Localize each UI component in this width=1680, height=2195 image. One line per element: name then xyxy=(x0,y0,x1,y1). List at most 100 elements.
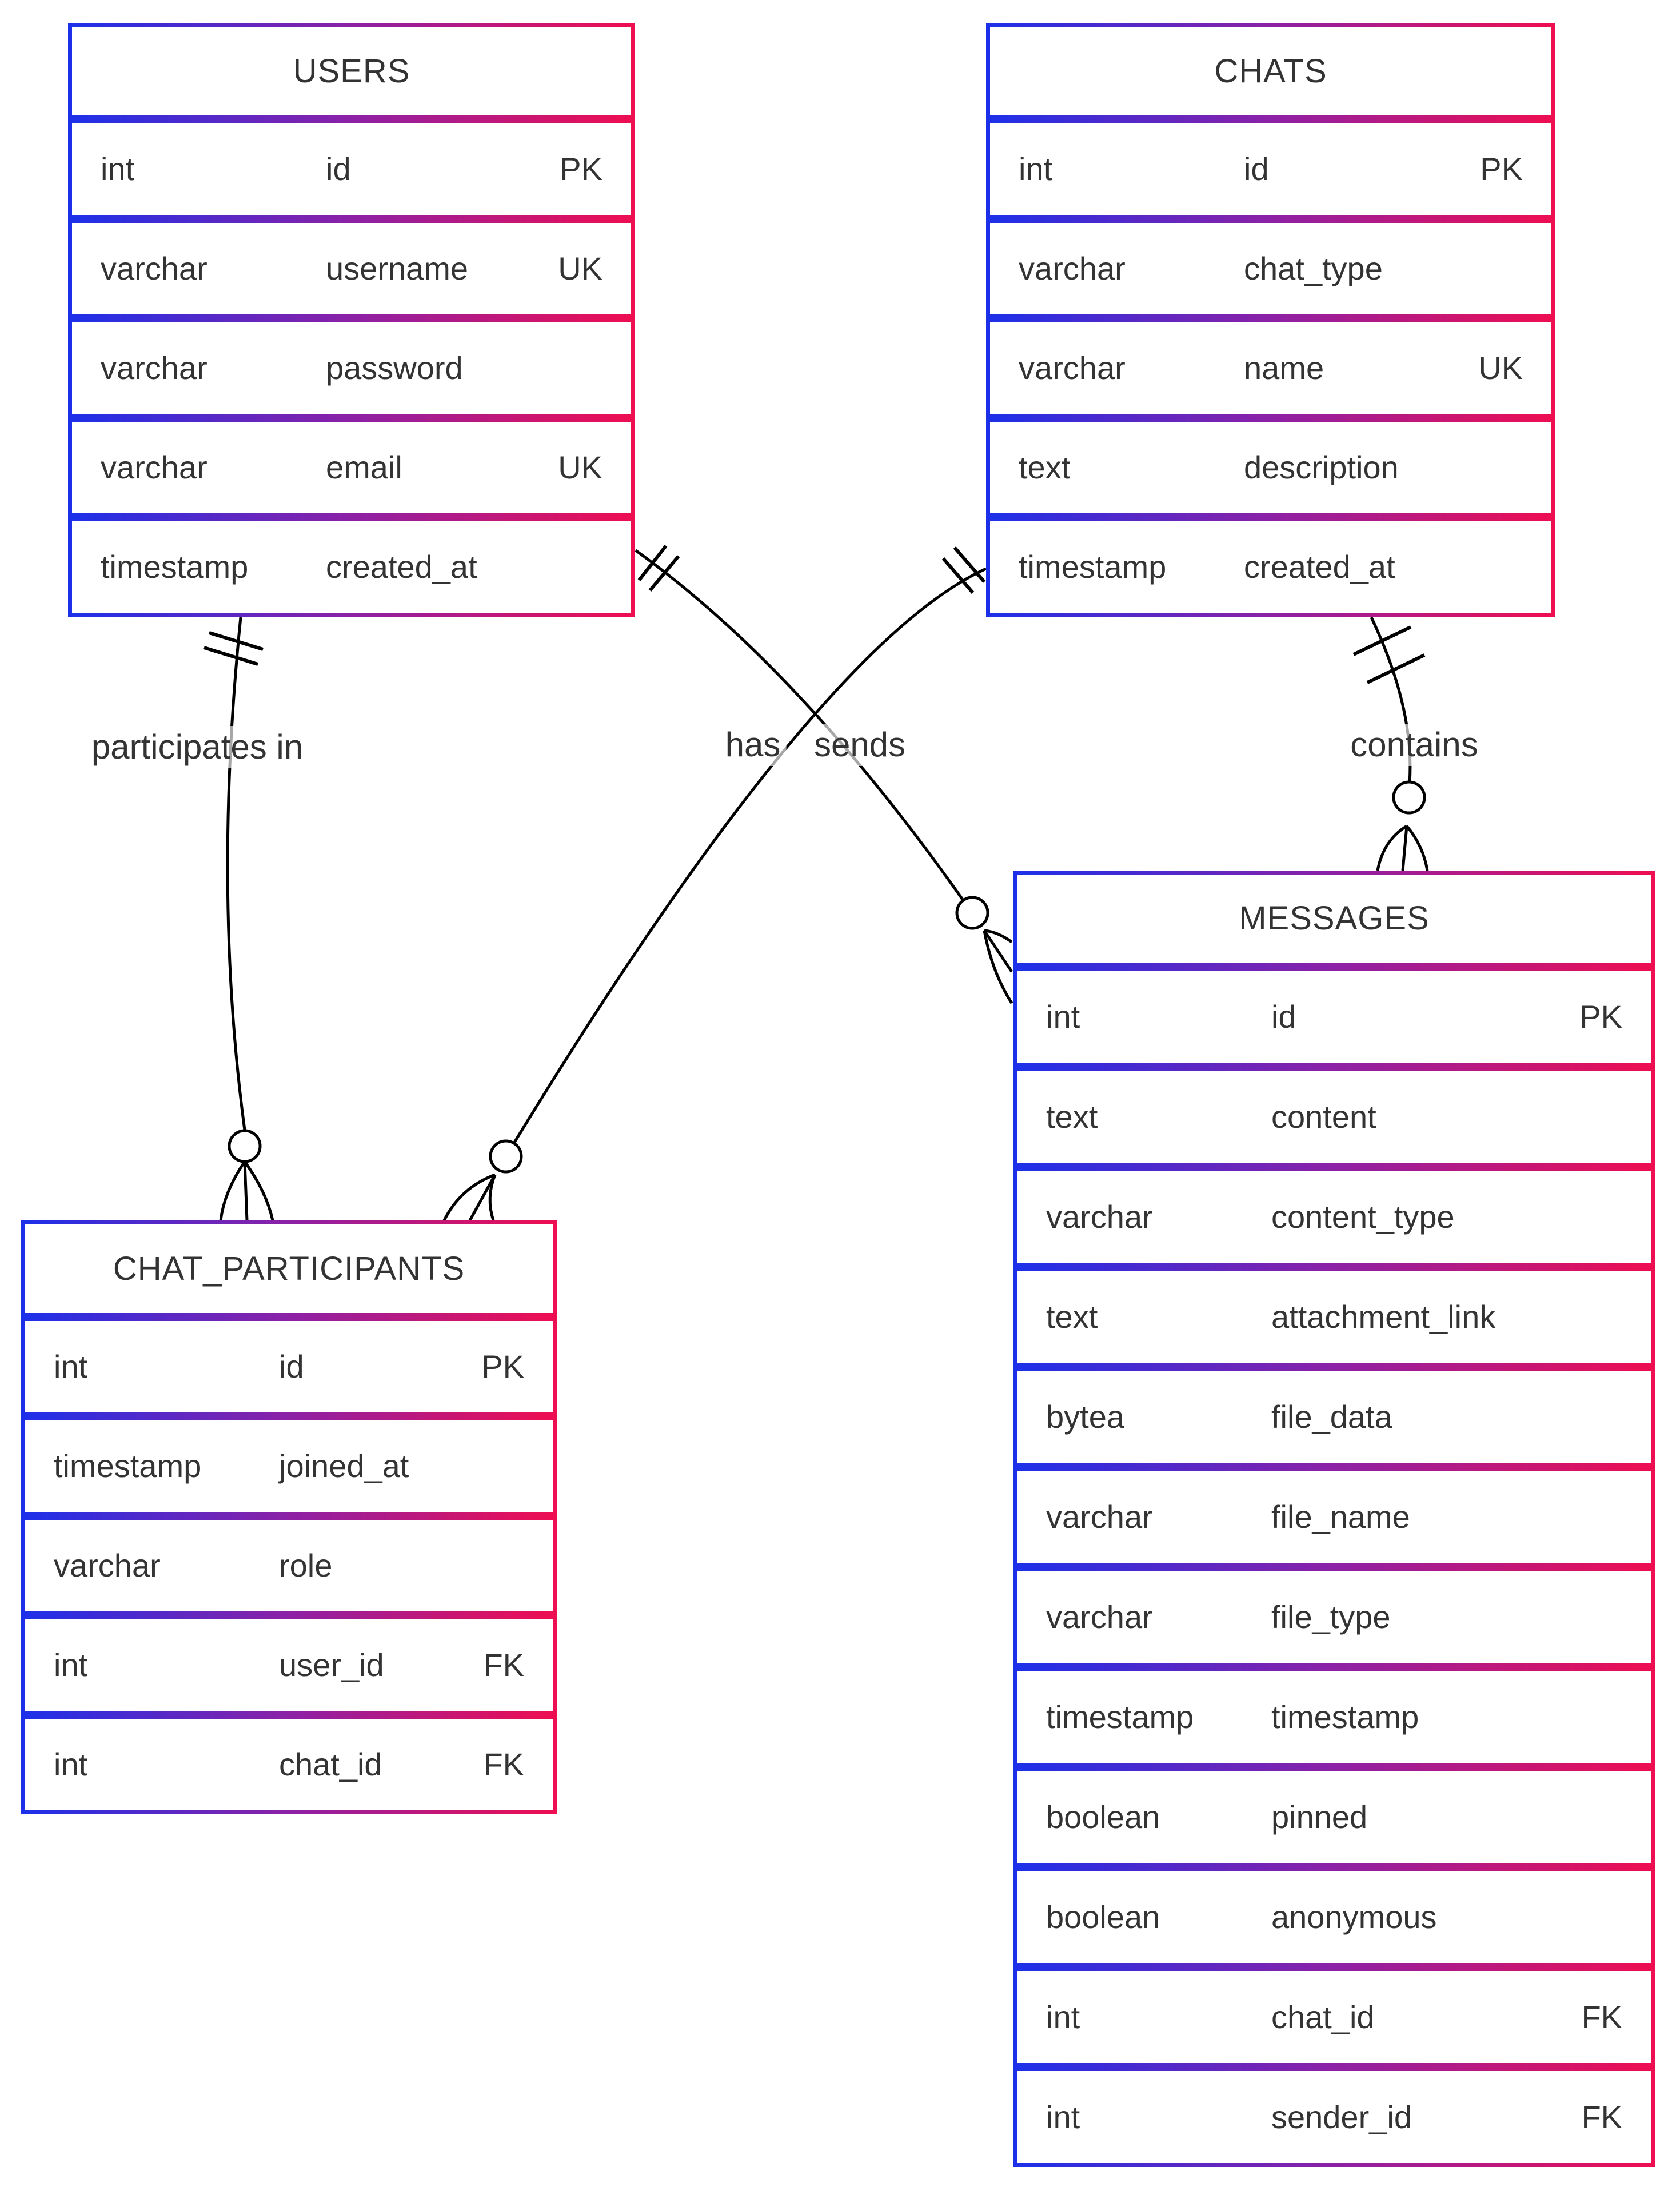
entity-users-row-created_at: timestamp created_at xyxy=(68,517,635,617)
entity-users-row-password: varchar password xyxy=(68,318,635,418)
crow-foot-prong xyxy=(1401,825,1408,871)
attribute-type: varchar xyxy=(1019,250,1126,286)
attribute-name: file_name xyxy=(1271,1498,1410,1535)
attribute-name: file_type xyxy=(1271,1598,1391,1635)
attribute-name: chat_type xyxy=(1244,250,1383,286)
attribute-type: int xyxy=(1046,1998,1080,2035)
attribute-name: email xyxy=(326,449,402,485)
attribute-name: anonymous xyxy=(1271,1898,1437,1935)
entity-messages-row-chat_id: int chat_id FK xyxy=(1013,1967,1655,2067)
attribute-key: FK xyxy=(1581,1998,1622,2035)
relationship-line-participates-in xyxy=(226,617,246,1131)
relationship-line-has xyxy=(512,567,987,1144)
attribute-type: varchar xyxy=(1046,1498,1153,1535)
attribute-key: PK xyxy=(1579,998,1622,1035)
attribute-name: password xyxy=(326,350,463,386)
attribute-type: text xyxy=(1019,449,1071,485)
attribute-name: file_data xyxy=(1271,1398,1392,1435)
attribute-type: timestamp xyxy=(1046,1698,1194,1735)
attribute-key: FK xyxy=(483,1647,524,1683)
attribute-key: PK xyxy=(560,151,602,187)
attribute-type: varchar xyxy=(101,350,207,386)
attribute-name: username xyxy=(326,250,469,286)
cardinality-zero-circle xyxy=(228,1129,262,1163)
cardinality-zero-circle xyxy=(489,1139,523,1174)
crow-foot-prong xyxy=(468,1174,497,1222)
cardinality-one-tick xyxy=(1366,653,1426,684)
attribute-name: created_at xyxy=(326,549,477,585)
entity-chat-participants-row-role: varchar role xyxy=(21,1516,557,1615)
attribute-type: varchar xyxy=(1046,1198,1153,1235)
entity-messages-row-content_type: varchar content_type xyxy=(1013,1167,1655,1267)
attribute-name: user_id xyxy=(279,1647,384,1683)
crow-foot-prong xyxy=(219,1160,246,1221)
attribute-type: varchar xyxy=(101,250,207,286)
attribute-type: text xyxy=(1046,1298,1098,1335)
entity-messages-row-sender_id: int sender_id FK xyxy=(1013,2067,1655,2167)
entity-chats-row-description: text description xyxy=(986,418,1555,517)
attribute-type: bytea xyxy=(1046,1398,1124,1435)
attribute-type: timestamp xyxy=(101,549,249,585)
relationship-label-has: has xyxy=(719,724,787,766)
attribute-key: UK xyxy=(1478,350,1523,386)
entity-messages-row-file_name: varchar file_name xyxy=(1013,1467,1655,1567)
attribute-type: text xyxy=(1046,1098,1098,1135)
cardinality-one-tick xyxy=(203,646,258,666)
attribute-type: varchar xyxy=(101,449,207,485)
attribute-name: role xyxy=(279,1547,333,1583)
crow-foot-prong xyxy=(983,929,1013,973)
cardinality-one-tick xyxy=(648,555,680,592)
attribute-key: FK xyxy=(1581,2098,1622,2135)
crow-foot-prong xyxy=(243,1161,249,1221)
entity-users-title: USERS xyxy=(68,23,635,119)
attribute-name: description xyxy=(1244,449,1399,485)
attribute-name: timestamp xyxy=(1271,1698,1419,1735)
attribute-key: UK xyxy=(558,250,602,286)
relationship-line-sends xyxy=(635,549,965,901)
crow-foot-prong xyxy=(243,1160,274,1221)
attribute-name: content_type xyxy=(1271,1198,1455,1235)
entity-messages-row-attachment_link: text attachment_link xyxy=(1013,1267,1655,1367)
attribute-name: name xyxy=(1244,350,1324,386)
cardinality-one-tick xyxy=(941,557,975,594)
crow-foot-prong xyxy=(983,930,1013,1004)
entity-chats-row-chat_type: varchar chat_type xyxy=(986,219,1555,318)
attribute-name: sender_id xyxy=(1271,2098,1412,2135)
crow-foot-prong xyxy=(984,929,1013,944)
attribute-type: boolean xyxy=(1046,1798,1160,1835)
entity-chats-row-name: varchar name UK xyxy=(986,318,1555,418)
attribute-name: id xyxy=(326,151,351,187)
attribute-type: varchar xyxy=(1019,350,1126,386)
cardinality-zero-circle xyxy=(1392,780,1426,815)
attribute-type: int xyxy=(1046,2098,1080,2135)
attribute-type: int xyxy=(101,151,135,187)
attribute-name: created_at xyxy=(1244,549,1395,585)
entity-messages-title: MESSAGES xyxy=(1013,871,1655,967)
relationship-label-sends: sends xyxy=(808,724,912,766)
cardinality-zero-circle xyxy=(955,896,989,930)
attribute-name: chat_id xyxy=(279,1746,382,1782)
attribute-key: PK xyxy=(1480,151,1523,187)
attribute-type: int xyxy=(54,1348,88,1384)
attribute-name: chat_id xyxy=(1271,1998,1375,2035)
entity-chats-title: CHATS xyxy=(986,23,1555,119)
attribute-type: boolean xyxy=(1046,1898,1160,1935)
attribute-name: pinned xyxy=(1271,1798,1368,1835)
crow-foot-prong xyxy=(488,1174,497,1221)
cardinality-one-tick xyxy=(209,631,264,651)
attribute-type: varchar xyxy=(54,1547,161,1583)
attribute-name: attachment_link xyxy=(1271,1298,1496,1335)
